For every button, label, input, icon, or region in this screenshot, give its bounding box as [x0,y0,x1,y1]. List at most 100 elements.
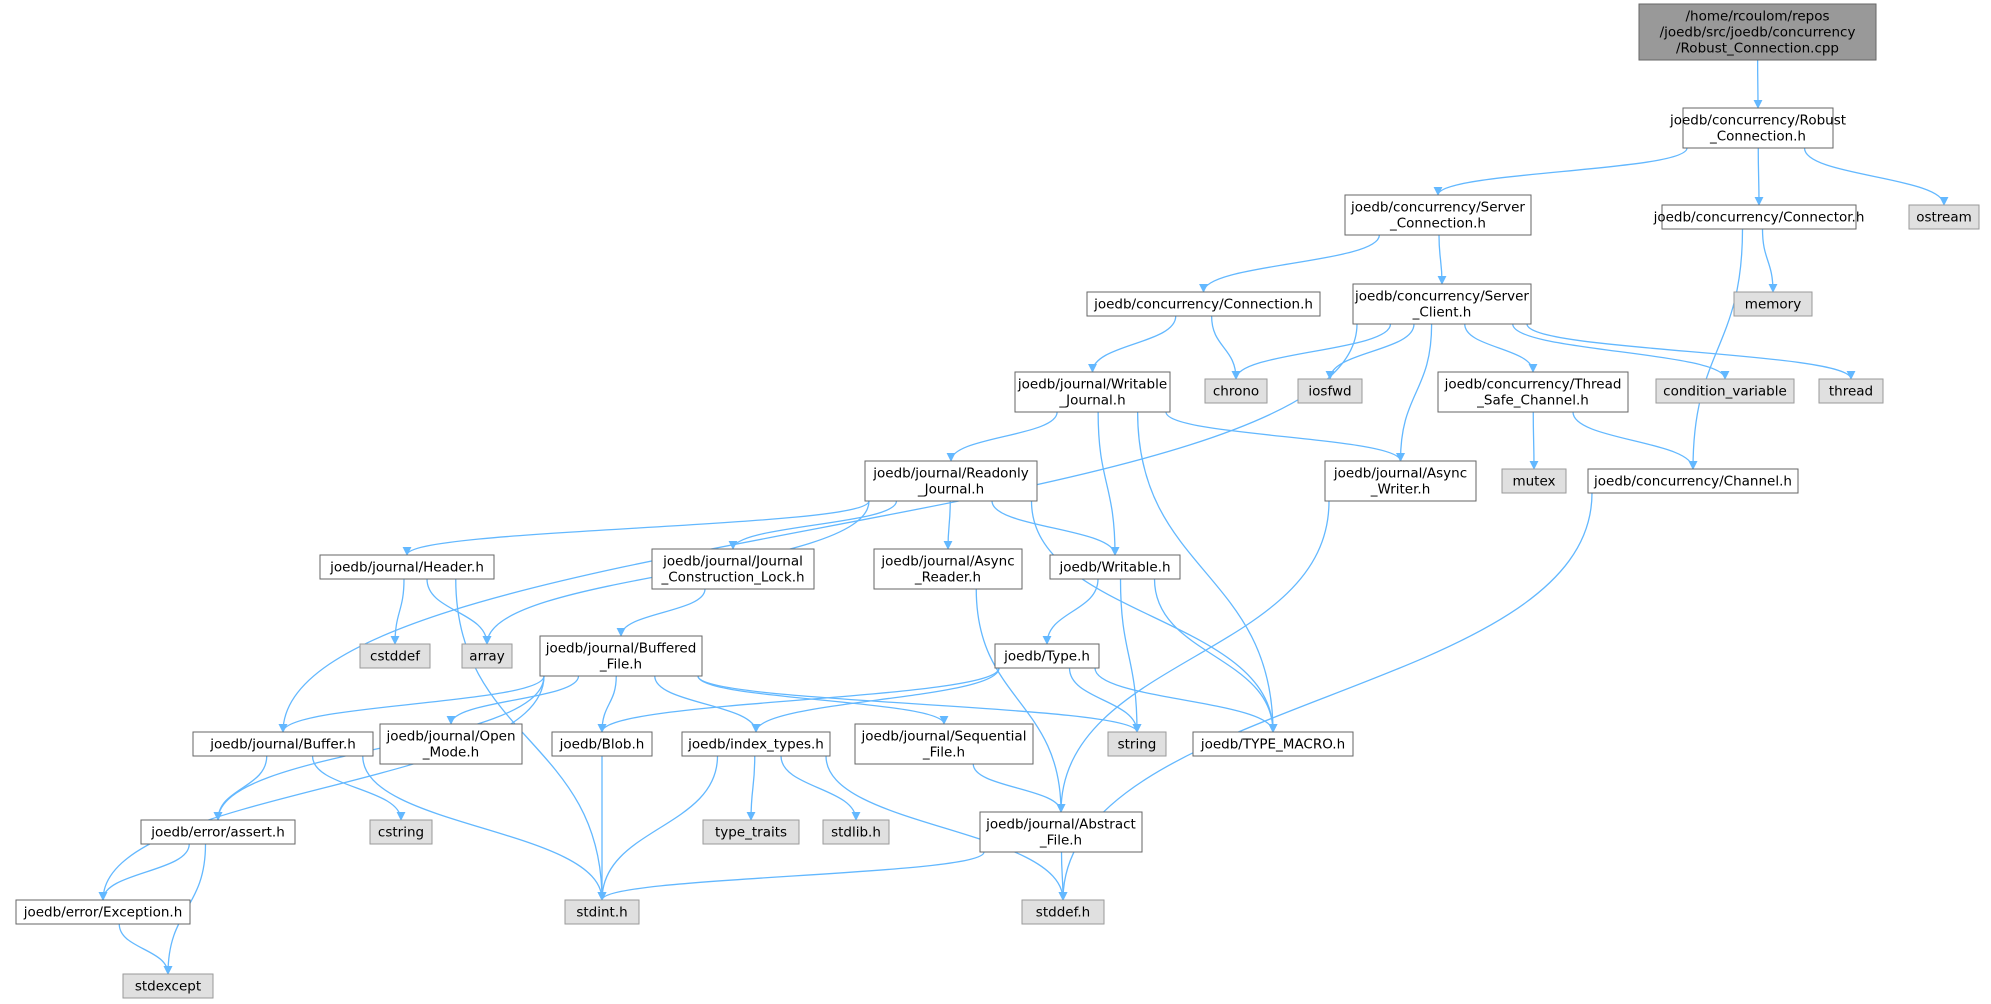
node-mutex[interactable]: mutex [1501,468,1567,494]
edge-server_client_h-to-async_writer_h [1396,323,1433,462]
node-server-conn-h[interactable]: joedb/concurrency/Server_Connection.h [1344,194,1532,236]
edge-writable_journal_h-to-async_writer_h [1165,411,1405,462]
edge-buffered_file_h-to-buffer_h [278,675,545,733]
node-type-h[interactable]: joedb/Type.h [994,643,1100,669]
node-type-traits[interactable]: type_traits [702,819,800,845]
node-label: _Journal.h [917,482,984,498]
node-thread-safe-h[interactable]: joedb/concurrency/Thread_Safe_Channel.h [1437,371,1629,413]
node-label: _File.h [922,745,965,761]
node-label: stdint.h [576,905,627,921]
node-ostream[interactable]: ostream [1908,204,1980,230]
edge-path [697,675,1142,733]
node-stdlib-h[interactable]: stdlib.h [822,819,890,845]
node-connection-h[interactable]: joedb/concurrency/Connection.h [1086,291,1321,317]
node-label: joedb/concurrency/Connection.h [1093,297,1313,313]
node-label: stddef.h [1036,905,1090,921]
edge-buffered_file_h-to-sequential_file_h [697,675,949,725]
edge-assert_h-to-exception_h [98,843,190,901]
edge-path [1325,323,1415,380]
node-label: mutex [1512,474,1555,490]
node-box [319,554,495,580]
node-box [1204,378,1268,404]
node-box [873,548,1023,590]
edge-writable_journal_h-to-type_macro_h [1136,411,1278,733]
node-box [1297,378,1363,404]
node-robust-h[interactable]: joedb/concurrency/Robust_Connection.h [1669,107,1846,149]
edge-header_h-to-stdint_h [455,578,607,901]
node-box [1501,468,1567,494]
edge-connection_h-to-chrono [1210,315,1241,380]
edge-path [1529,411,1539,470]
edge-robust_h-to-ostream [1803,147,1949,206]
node-box [1908,204,1980,230]
node-thread[interactable]: thread [1818,378,1884,404]
edge-path [780,755,861,821]
node-memory[interactable]: memory [1733,291,1813,317]
node-connector-h[interactable]: joedb/concurrency/Connector.h [1653,204,1865,230]
node-stdint-h[interactable]: stdint.h [564,899,640,925]
node-type-macro-h[interactable]: joedb/TYPE_MACRO.h [1192,731,1354,757]
node-open-mode-h[interactable]: joedb/journal/Open_Mode.h [379,723,523,765]
node-stdexcept[interactable]: stdexcept [122,973,214,999]
node-array[interactable]: array [461,643,513,669]
edge-path [975,588,1066,813]
node-jcl-h[interactable]: joedb/journal/Journal_Construction_Lock.… [651,548,815,590]
node-channel-h[interactable]: joedb/concurrency/Channel.h [1587,468,1799,494]
node-box [1344,194,1532,236]
edge-path [991,500,1120,556]
node-writable-journal-h[interactable]: joedb/journal/Writable_Journal.h [1014,371,1171,413]
edge-path [402,500,870,556]
node-box [1014,371,1171,413]
node-label: /Robust_Connection.cpp [1676,41,1839,57]
node-label: /home/rcoulom/repos [1686,9,1830,25]
node-label: joedb/journal/Readonly [872,466,1029,482]
edge-server_conn_h-to-connection_h [1199,234,1381,293]
node-iosfwd[interactable]: iosfwd [1297,378,1363,404]
node-label: chrono [1213,384,1259,400]
edge-path [390,578,405,645]
node-sequential-file-h[interactable]: joedb/journal/Sequential_File.h [854,723,1034,765]
node-robust-cpp[interactable]: /home/rcoulom/repos/joedb/src/joedb/conc… [1638,3,1877,61]
node-cstring[interactable]: cstring [369,819,433,845]
node-assert-h[interactable]: joedb/error/assert.h [140,819,296,845]
node-label: _Connection.h [1389,216,1486,232]
node-cstddef[interactable]: cstddef [359,643,431,669]
node-box [1324,460,1477,502]
node-header-h[interactable]: joedb/journal/Header.h [319,554,495,580]
node-string[interactable]: string [1107,731,1167,757]
node-box [140,819,296,845]
node-server-client-h[interactable]: joedb/concurrency/Server_Client.h [1352,283,1532,325]
edge-type_h-to-string [1068,667,1142,733]
node-box [564,899,640,925]
node-buffer-h[interactable]: joedb/journal/Buffer.h [192,731,374,757]
edge-jcl_h-to-buffered_file_h [616,588,706,637]
node-readonly-journal-h[interactable]: joedb/journal/Readonly_Journal.h [864,460,1038,502]
edge-path [1437,234,1447,285]
node-async-writer-h[interactable]: joedb/journal/Async_Writer.h [1324,460,1477,502]
edge-path [446,675,580,725]
node-async-reader-h[interactable]: joedb/journal/Async_Reader.h [873,548,1023,590]
edge-type_h-to-type_macro_h [1094,667,1278,733]
node-label: joedb/index_types.h [687,737,824,753]
node-writable-h[interactable]: joedb/Writable.h [1049,554,1181,580]
edge-robust_h-to-server_conn_h [1433,147,1688,196]
node-box [1682,107,1834,149]
node-blob-h[interactable]: joedb/Blob.h [551,731,653,757]
node-label: joedb/Type.h [1003,649,1090,665]
node-chrono[interactable]: chrono [1204,378,1268,404]
node-stddef-h[interactable]: stddef.h [1021,899,1105,925]
node-condition-variable[interactable]: condition_variable [1655,378,1795,404]
edge-path [362,755,607,901]
node-box [702,819,800,845]
node-index-types-h[interactable]: joedb/index_types.h [681,731,831,757]
node-box [681,731,831,757]
node-box [551,731,653,757]
node-buffered-file-h[interactable]: joedb/journal/Buffered_File.h [539,635,703,677]
edge-sequential_file_h-to-abstract_file_h [972,763,1066,813]
edge-writable_h-to-string [1119,578,1142,733]
node-exception-h[interactable]: joedb/error/Exception.h [15,899,191,925]
node-box [1587,468,1799,494]
node-label: joedb/concurrency/Server [1350,200,1525,216]
node-box [651,548,815,590]
node-abstract-file-h[interactable]: joedb/journal/Abstract_File.h [979,811,1143,853]
